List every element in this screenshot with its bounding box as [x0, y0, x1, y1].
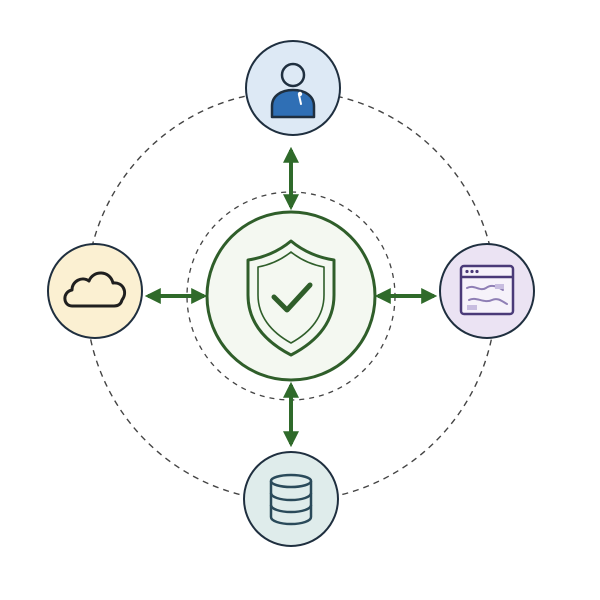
browser-node[interactable] [439, 243, 535, 339]
user-icon [270, 62, 316, 119]
cloud-node-circle [47, 243, 143, 339]
shield-check-icon [246, 239, 336, 357]
database-node[interactable] [243, 451, 339, 547]
cloud-icon [63, 271, 127, 308]
browser-window-icon [459, 264, 515, 316]
user-node-circle [245, 40, 341, 136]
database-icon [269, 473, 313, 526]
cloud-node[interactable] [47, 243, 143, 339]
center-node[interactable] [205, 210, 377, 382]
user-node[interactable] [245, 40, 341, 136]
